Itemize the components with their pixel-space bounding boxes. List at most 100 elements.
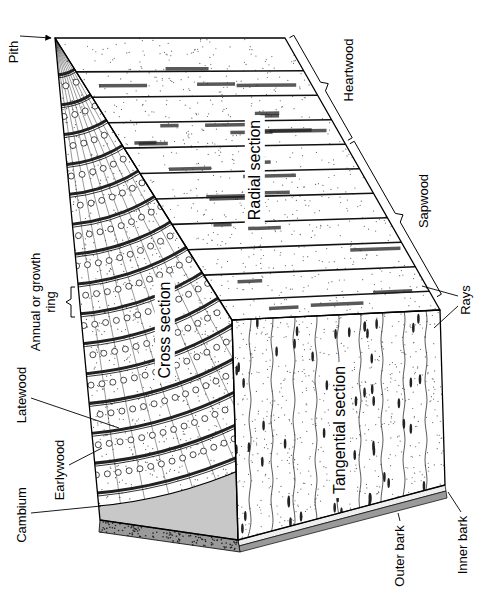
stipple-dot	[268, 267, 269, 268]
ray-streak	[248, 228, 281, 229]
pore	[195, 320, 201, 326]
stipple-dot	[209, 41, 210, 42]
pore	[119, 408, 125, 414]
stipple-dot	[184, 434, 185, 435]
stipple-dot	[173, 272, 174, 273]
stipple-dot	[105, 312, 106, 313]
stipple-dot	[115, 212, 116, 213]
stipple-dot	[236, 135, 237, 136]
stipple-dot	[78, 136, 79, 137]
latewood-band	[0, 0, 302, 285]
stipple-dot	[301, 276, 302, 277]
stipple-dot	[213, 397, 214, 398]
stipple-dot	[320, 225, 321, 226]
stipple-dot	[389, 287, 390, 288]
stipple-dot	[224, 392, 225, 393]
stipple-dot	[305, 97, 306, 98]
stipple-dot	[152, 285, 153, 286]
stipple-dot	[337, 187, 338, 188]
stipple-dot	[224, 214, 225, 215]
stipple-dot	[153, 221, 154, 222]
stipple-dot	[198, 396, 199, 397]
stipple-dot	[165, 116, 166, 117]
pore	[83, 292, 89, 298]
pore	[202, 416, 208, 422]
stipple-dot	[212, 104, 213, 105]
pore	[110, 161, 116, 167]
stipple-dot	[314, 212, 315, 213]
stipple-dot	[269, 487, 270, 488]
stipple-dot	[339, 141, 340, 142]
stipple-dot	[233, 226, 234, 227]
stipple-dot	[336, 300, 337, 301]
stipple-dot	[236, 419, 237, 420]
stipple-dot	[229, 177, 230, 178]
stipple-dot	[145, 369, 146, 370]
stipple-dot	[291, 182, 292, 183]
stipple-dot	[147, 462, 148, 463]
stipple-dot	[198, 179, 199, 180]
stipple-dot	[123, 283, 124, 284]
stipple-dot	[210, 460, 211, 461]
stipple-dot	[96, 349, 97, 350]
pore	[212, 411, 218, 417]
stipple-dot	[228, 317, 229, 318]
stipple-dot	[265, 61, 266, 62]
stipple-dot	[334, 306, 335, 307]
stipple-dot	[226, 139, 227, 140]
stipple-dot	[188, 131, 189, 132]
stipple-dot	[166, 473, 167, 474]
stipple-dot	[105, 111, 106, 112]
stipple-dot	[288, 326, 289, 327]
stipple-dot	[188, 368, 189, 369]
stipple-dot	[180, 439, 181, 440]
stipple-dot	[270, 453, 271, 454]
pore	[120, 156, 126, 162]
stipple-dot	[306, 403, 307, 404]
stipple-dot	[151, 388, 152, 389]
stipple-dot	[343, 297, 344, 298]
stipple-dot	[384, 388, 385, 389]
stipple-dot	[132, 267, 133, 268]
stipple-dot	[199, 326, 200, 327]
stipple-dot	[357, 206, 358, 207]
stipple-dot	[185, 105, 186, 106]
stipple-dot	[117, 409, 118, 410]
stipple-dot	[124, 43, 125, 44]
stipple-dot	[222, 111, 223, 112]
stipple-dot	[315, 184, 316, 185]
stipple-dot	[91, 347, 92, 348]
stipple-dot	[328, 177, 329, 178]
pore	[88, 200, 94, 206]
stipple-dot	[232, 154, 233, 155]
stipple-dot	[413, 342, 414, 343]
stipple-dot	[211, 280, 212, 281]
stipple-dot	[384, 316, 385, 317]
stipple-dot	[126, 52, 127, 53]
stipple-dot	[328, 162, 329, 163]
pore	[104, 289, 110, 295]
stipple-dot	[174, 470, 175, 471]
stipple-dot	[284, 299, 285, 300]
stipple-dot	[214, 425, 215, 426]
pore	[144, 341, 150, 347]
stipple-dot	[328, 282, 329, 283]
stipple-dot	[113, 364, 114, 365]
stipple-dot	[303, 186, 304, 187]
stipple-dot	[125, 483, 126, 484]
stipple-dot	[242, 414, 243, 415]
stipple-dot	[99, 322, 100, 323]
pore	[147, 276, 153, 282]
stipple-dot	[230, 340, 231, 341]
stipple-dot	[217, 408, 218, 409]
stipple-dot	[235, 228, 236, 229]
stipple-dot	[84, 79, 85, 80]
stipple-dot	[106, 264, 107, 265]
stipple-dot	[191, 53, 192, 54]
stipple-dot	[196, 238, 197, 239]
pore	[112, 348, 118, 354]
stipple-dot	[241, 205, 242, 206]
stipple-dot	[249, 49, 250, 50]
stipple-dot	[138, 418, 139, 419]
stipple-dot	[132, 419, 133, 420]
